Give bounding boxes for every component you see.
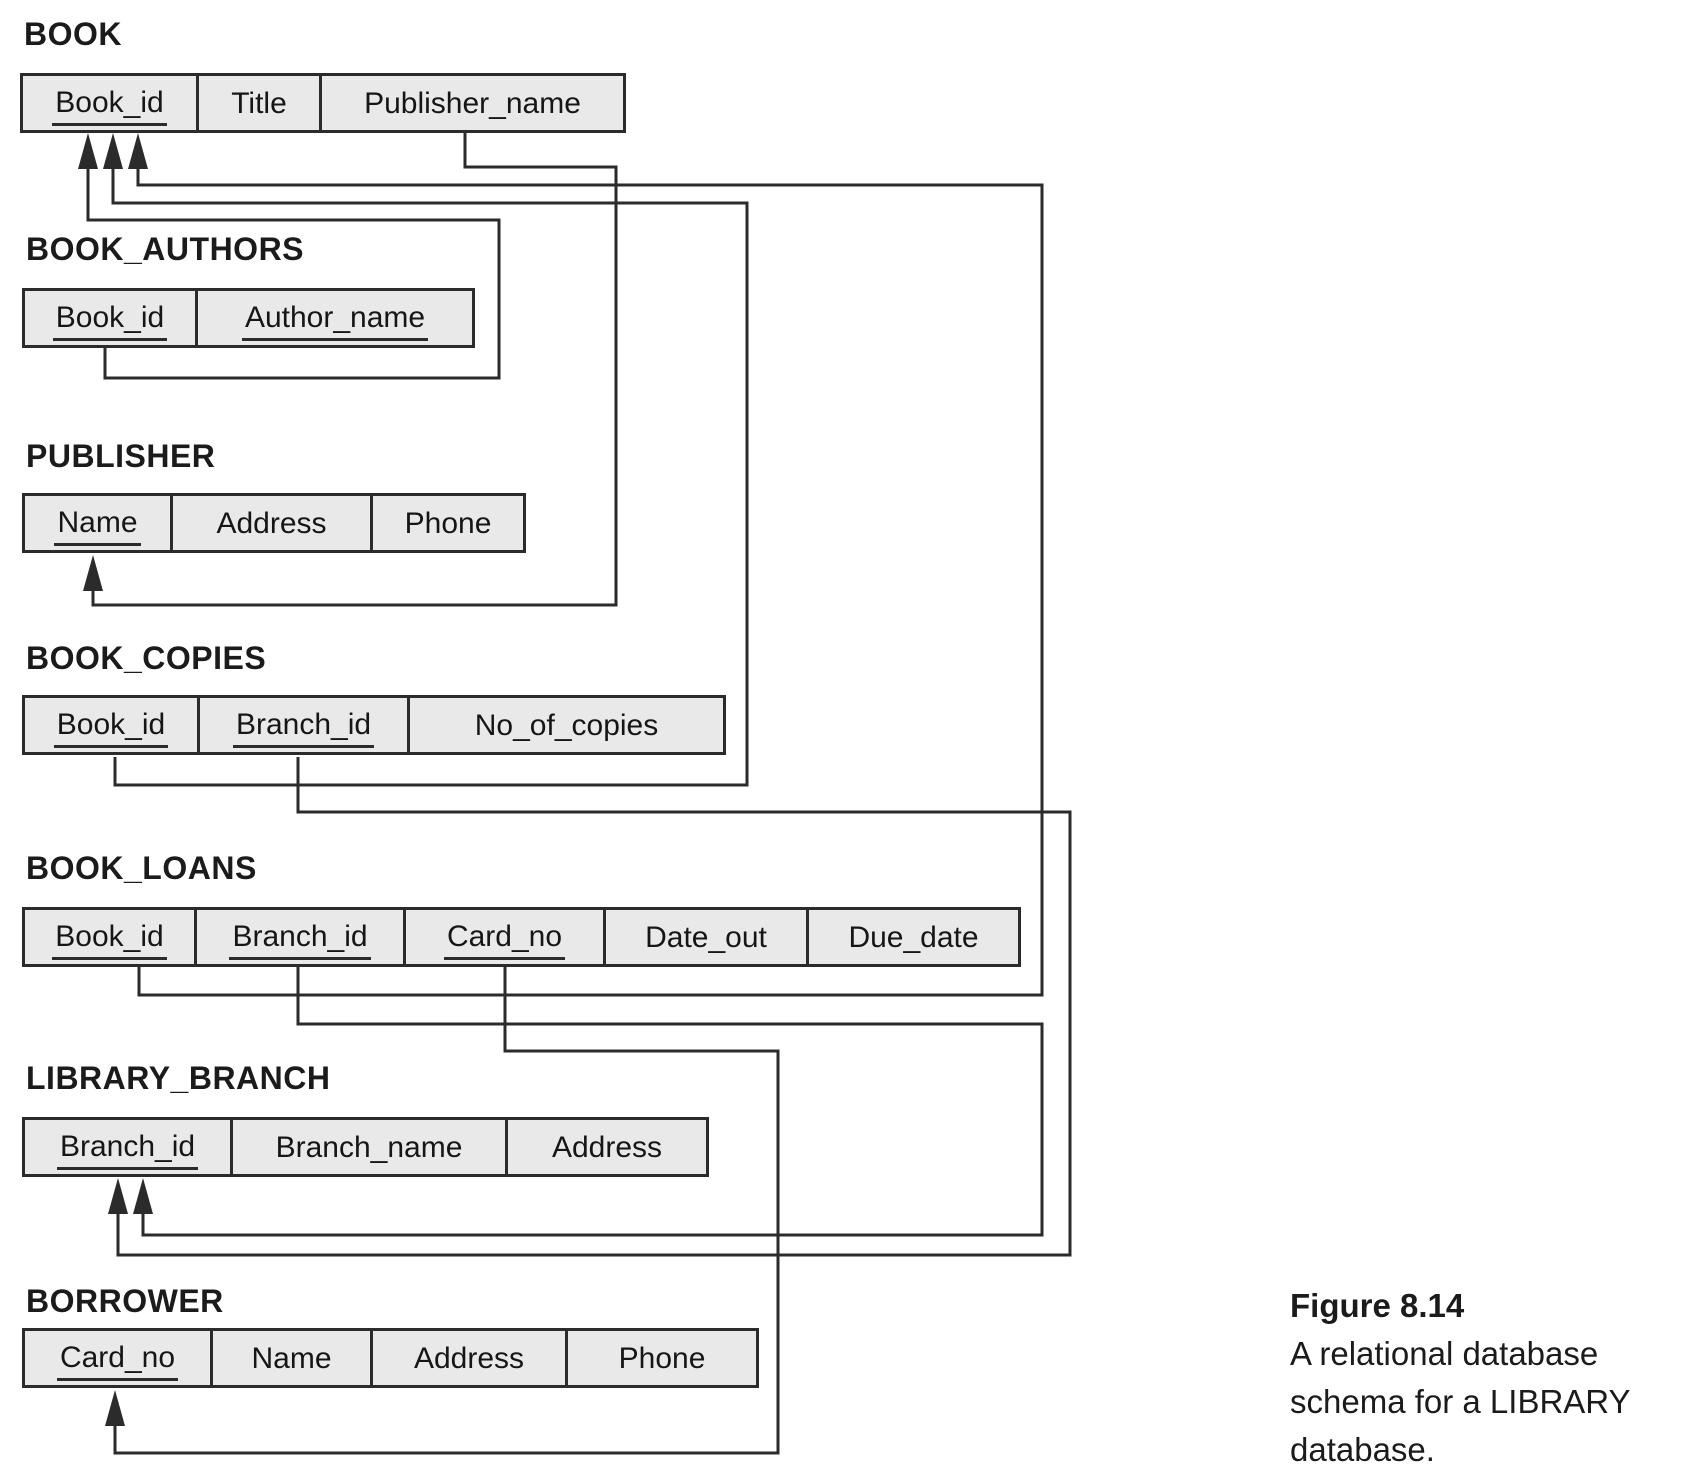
attribute: Due_date <box>848 920 979 954</box>
column-cell-publisher-phone: Phone <box>373 496 523 550</box>
table-book_copies: Book_id Branch_id No_of_copies <box>22 695 726 755</box>
table-title-book_copies: BOOK_COPIES <box>26 640 267 676</box>
column-cell-book_copies-no_of_copies: No_of_copies <box>410 698 723 752</box>
attribute: Address <box>413 1341 525 1375</box>
attribute: Name <box>251 1341 332 1375</box>
attribute: Date_out <box>645 920 767 954</box>
figure-caption-label: Figure 8.14 <box>1290 1287 1465 1324</box>
attribute: Phone <box>618 1341 706 1375</box>
column-cell-borrower-address: Address <box>373 1331 568 1385</box>
fk-line <box>116 757 1072 1257</box>
table-title-book_loans: BOOK_LOANS <box>26 850 257 886</box>
figure-caption-line: database. <box>1290 1431 1435 1468</box>
table-book: Book_id Title Publisher_name <box>20 73 626 133</box>
primary-key-attribute: Branch_id <box>232 708 375 748</box>
attribute: Address <box>551 1130 663 1164</box>
fk-line <box>141 967 1044 1237</box>
table-title-publisher: PUBLISHER <box>26 438 216 474</box>
arrow-up-icon <box>103 133 123 169</box>
fk-connector-BOOK_COPIES.Branch_id-to-LIBRARY_BRANCH.Branch_id <box>108 757 1072 1257</box>
fk-connector-BOOK_LOANS.Branch_id-to-LIBRARY_BRANCH.Branch_id <box>133 967 1044 1237</box>
attribute: Publisher_name <box>364 86 581 120</box>
column-cell-book_copies-book_id: Book_id <box>25 698 200 752</box>
attribute: No_of_copies <box>474 708 659 742</box>
column-cell-book_loans-branch_id: Branch_id <box>197 910 406 964</box>
attribute: Address <box>216 506 327 540</box>
column-cell-library_branch-branch_id: Branch_id <box>25 1120 233 1174</box>
figure-caption-line: A relational database <box>1290 1335 1599 1372</box>
arrow-up-icon <box>105 1390 125 1426</box>
column-cell-book-book_id: Book_id <box>23 76 199 130</box>
table-borrower: Card_no Name Address Phone <box>22 1328 759 1388</box>
column-cell-book_loans-book_id: Book_id <box>25 910 197 964</box>
attribute: Title <box>231 86 287 120</box>
arrow-up-icon <box>128 133 148 169</box>
table-title-book: BOOK <box>24 16 122 52</box>
primary-key-attribute: Name <box>54 506 141 546</box>
column-cell-borrower-name: Name <box>213 1331 373 1385</box>
table-library_branch: Branch_id Branch_name Address <box>22 1117 709 1177</box>
figure-caption: Figure 8.14 A relational database schema… <box>1290 1282 1684 1474</box>
primary-key-attribute: Book_id <box>52 301 168 341</box>
table-book_authors: Book_id Author_name <box>22 288 475 348</box>
primary-key-attribute: Branch_id <box>56 1130 199 1170</box>
column-cell-library_branch-branch_name: Branch_name <box>233 1120 508 1174</box>
column-cell-book_authors-author_name: Author_name <box>198 291 472 345</box>
column-cell-book_copies-branch_id: Branch_id <box>200 698 410 752</box>
primary-key-attribute: Book_id <box>52 86 167 126</box>
column-cell-library_branch-address: Address <box>508 1120 706 1174</box>
column-cell-borrower-card_no: Card_no <box>25 1331 213 1385</box>
primary-key-attribute: Card_no <box>56 1341 179 1381</box>
primary-key-attribute: Branch_id <box>229 920 371 960</box>
primary-key-attribute: Author_name <box>241 301 429 341</box>
arrow-up-icon <box>108 1178 128 1214</box>
column-cell-publisher-address: Address <box>173 496 373 550</box>
column-cell-book_loans-card_no: Card_no <box>406 910 606 964</box>
table-title-library_branch: LIBRARY_BRANCH <box>26 1060 331 1096</box>
figure-caption-line: schema for a LIBRARY <box>1290 1383 1631 1420</box>
primary-key-attribute: Book_id <box>53 708 169 748</box>
attribute: Phone <box>404 506 492 540</box>
primary-key-attribute: Card_no <box>443 920 566 960</box>
column-cell-book_authors-book_id: Book_id <box>25 291 198 345</box>
column-cell-book_loans-due_date: Due_date <box>809 910 1018 964</box>
column-cell-book_loans-date_out: Date_out <box>606 910 809 964</box>
arrow-up-icon <box>83 555 103 591</box>
column-cell-publisher-name: Name <box>25 496 173 550</box>
table-title-borrower: BORROWER <box>26 1283 224 1319</box>
table-title-book_authors: BOOK_AUTHORS <box>26 231 305 267</box>
attribute: Branch_name <box>275 1130 463 1164</box>
column-cell-borrower-phone: Phone <box>568 1331 756 1385</box>
column-cell-book-title: Title <box>199 76 322 130</box>
arrow-up-icon <box>78 133 98 169</box>
table-book_loans: Book_id Branch_id Card_no Date_out Due_date <box>22 907 1021 967</box>
arrow-up-icon <box>133 1178 153 1214</box>
column-cell-book-publisher_name: Publisher_name <box>322 76 623 130</box>
primary-key-attribute: Book_id <box>52 920 167 960</box>
table-publisher: Name Address Phone <box>22 493 526 553</box>
